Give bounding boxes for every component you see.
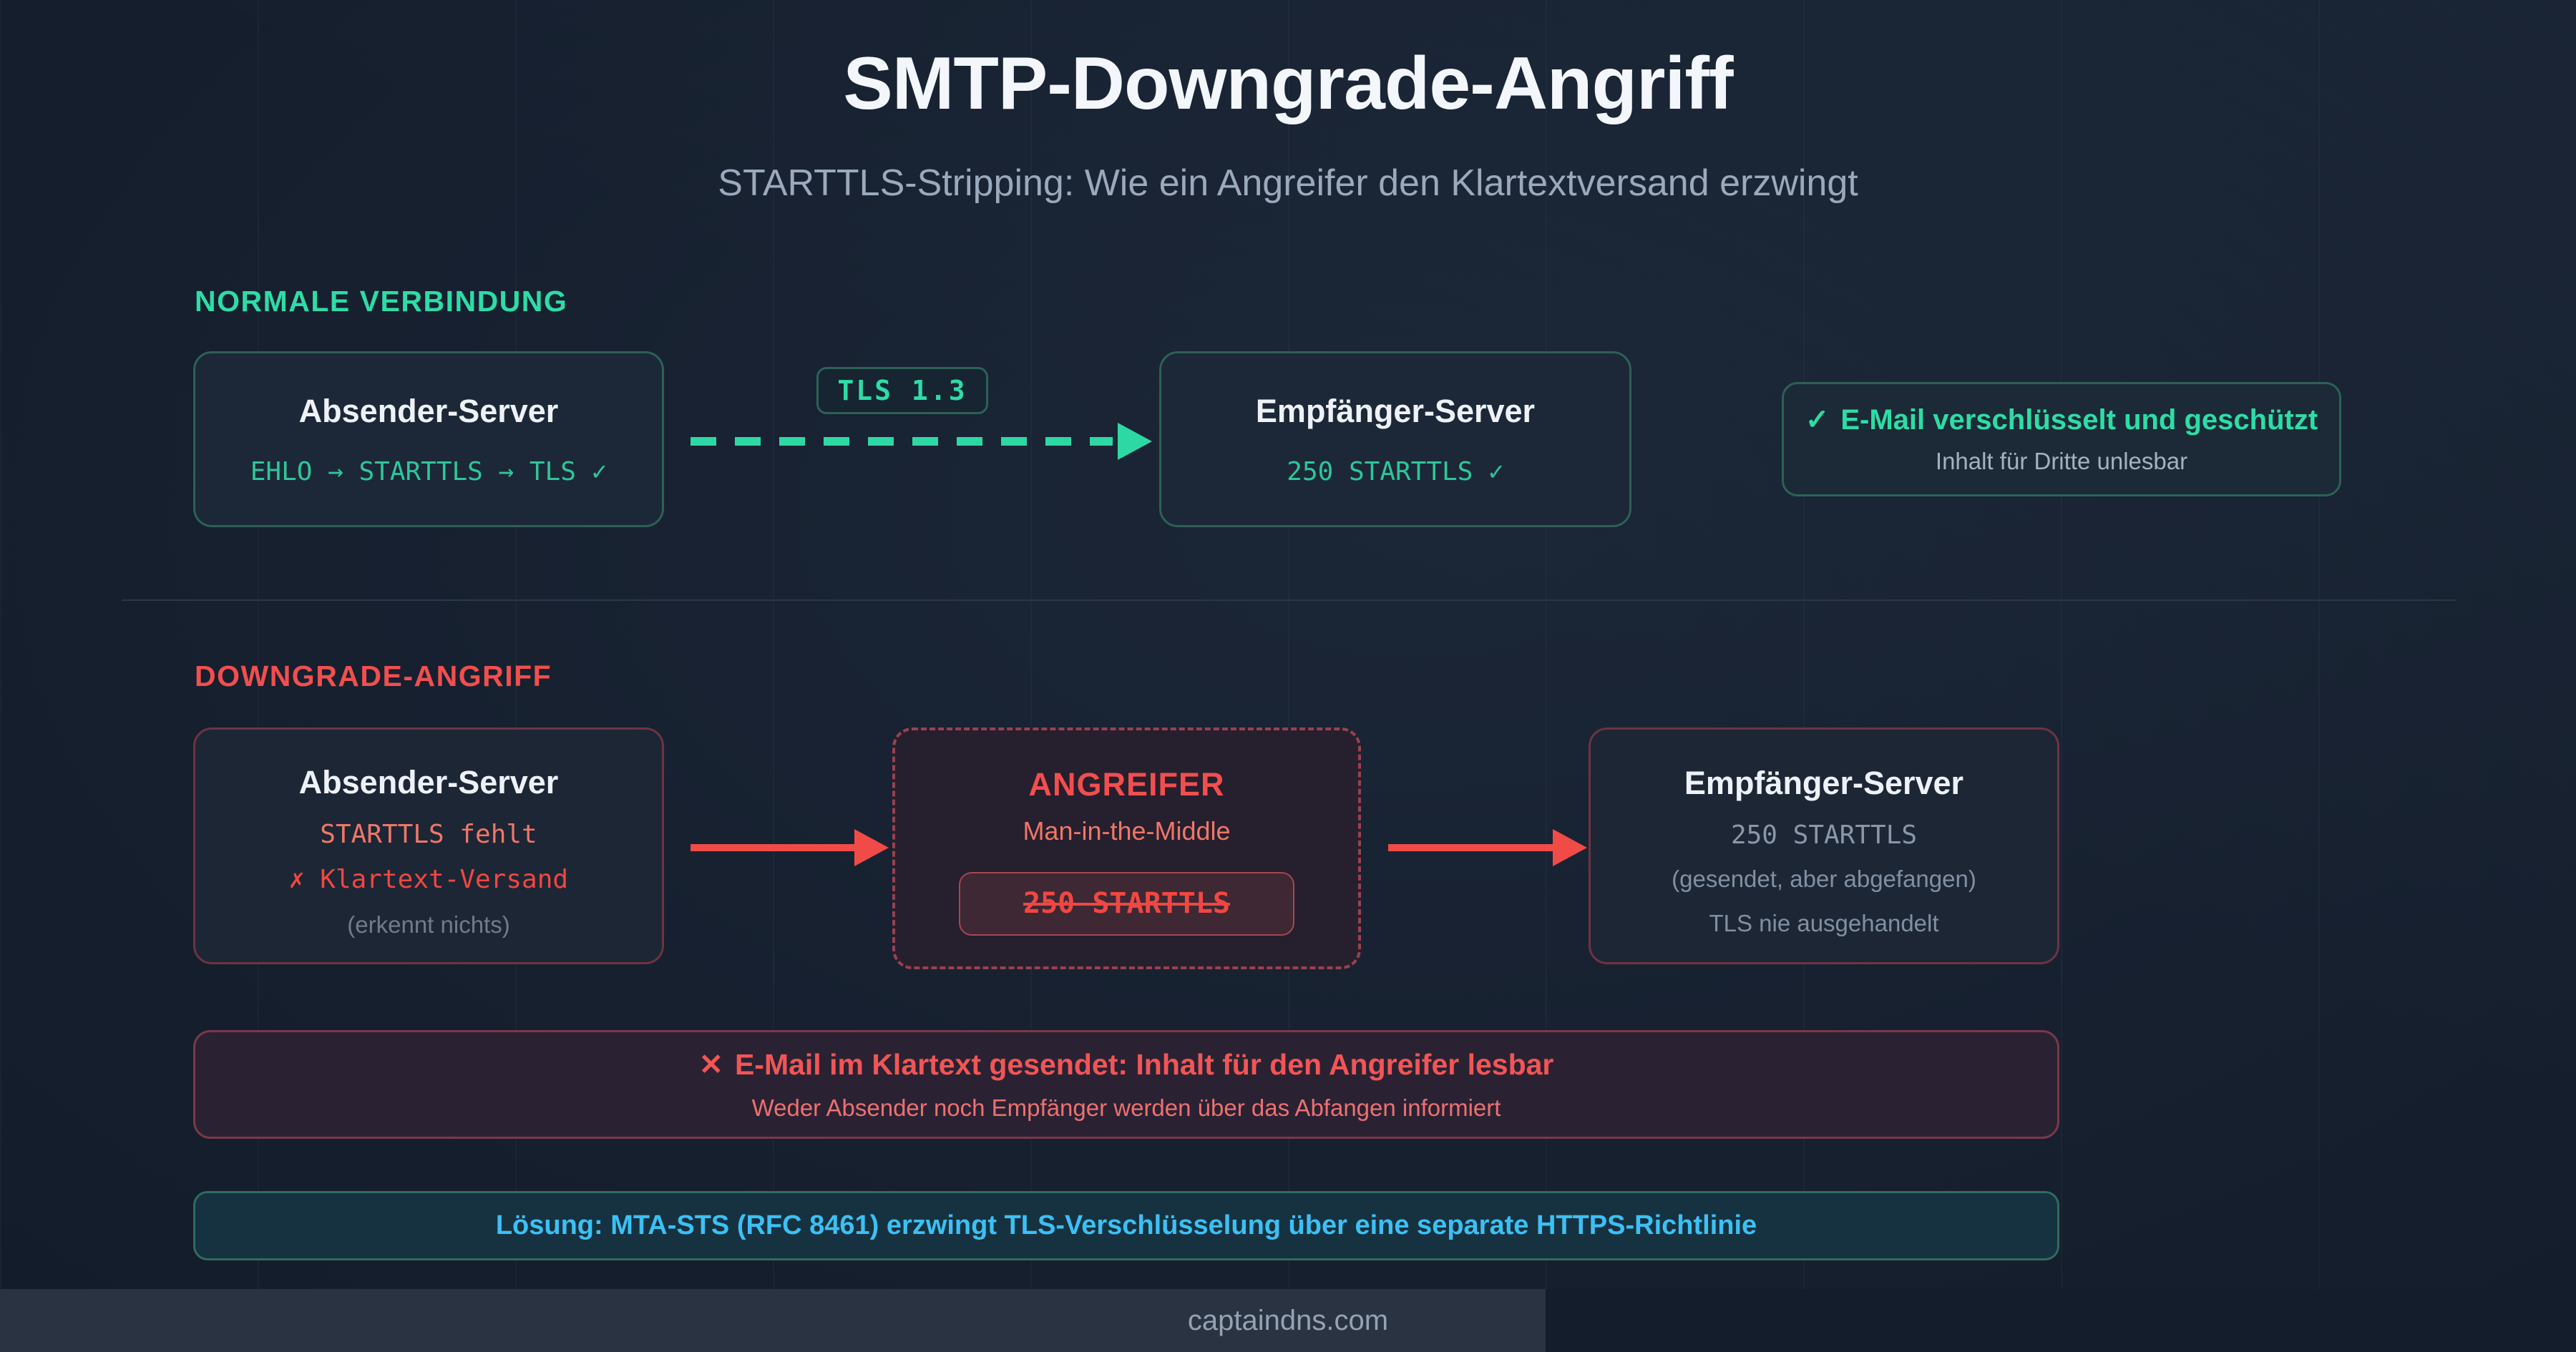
- solution-text: Lösung: MTA-STS (RFC 8461) erzwingt TLS-…: [495, 1210, 1757, 1240]
- encrypted-connection-arrow: [691, 423, 1152, 460]
- status-title: E-Mail verschlüsselt und geschützt: [1840, 403, 2318, 436]
- server-note-2: TLS nie ausgehandelt: [1709, 910, 1939, 936]
- warning-title: E-Mail im Klartext gesendet: Inhalt für …: [734, 1047, 1554, 1081]
- server-code: 250 STARTTLS ✓: [1287, 456, 1504, 486]
- section-divider: [122, 599, 2456, 601]
- footer-text: captaindns.com: [1187, 1305, 1389, 1336]
- section-label-attack: DOWNGRADE-ANGRIFF: [195, 660, 552, 692]
- attack-arrow-2: [1388, 829, 1587, 866]
- server-title: Empfänger-Server: [1255, 392, 1536, 429]
- status-title-row: ✓ E-Mail verschlüsselt und geschützt: [1805, 403, 2318, 436]
- check-icon: ✓: [1805, 404, 1830, 436]
- attacker-title: ANGREIFER: [1028, 765, 1225, 803]
- solid-line: [691, 844, 857, 851]
- normal-receiver-server-box: Empfänger-Server 250 STARTTLS ✓: [1159, 351, 1631, 527]
- dashed-line: [691, 437, 1113, 446]
- server-code: EHLO → STARTTLS → TLS ✓: [250, 456, 608, 486]
- page-subtitle: STARTTLS-Stripping: Wie ein Angreifer de…: [718, 162, 1858, 204]
- arrow-head-icon: [1118, 423, 1152, 460]
- server-title: Empfänger-Server: [1684, 765, 1964, 801]
- server-code-line1: STARTTLS fehlt: [320, 819, 537, 849]
- stripped-reply-pill: 250 STARTTLS: [959, 871, 1294, 936]
- arrow-head-icon: [1553, 829, 1587, 866]
- normal-sender-server-box: Absender-Server EHLO → STARTTLS → TLS ✓: [193, 351, 664, 527]
- page-title: SMTP-Downgrade-Angriff: [843, 42, 1733, 125]
- attacker-subtitle: Man-in-the-Middle: [1023, 815, 1231, 846]
- server-code-line2: ✗ Klartext-Versand: [288, 864, 569, 894]
- status-subtitle: Inhalt für Dritte unlesbar: [1935, 448, 2188, 474]
- warning-subtitle: Weder Absender noch Empfänger werden übe…: [751, 1094, 1501, 1121]
- server-note: (erkennt nichts): [347, 911, 510, 938]
- warning-title-row: ✕ E-Mail im Klartext gesendet: Inhalt fü…: [699, 1047, 1554, 1082]
- attack-sender-server-box: Absender-Server STARTTLS fehlt ✗ Klartex…: [193, 728, 664, 964]
- encryption-status-box: ✓ E-Mail verschlüsselt und geschützt Inh…: [1782, 382, 2341, 496]
- tls-version-badge: TLS 1.3: [816, 367, 988, 414]
- arrow-head-icon: [854, 829, 889, 866]
- section-label-normal: NORMALE VERBINDUNG: [195, 285, 568, 318]
- server-code-line1: 250 STARTTLS: [1730, 820, 1918, 850]
- stripped-reply-text: 250 STARTTLS: [1023, 887, 1230, 920]
- attack-arrow-1: [691, 829, 889, 866]
- solution-banner: Lösung: MTA-STS (RFC 8461) erzwingt TLS-…: [193, 1191, 2059, 1260]
- solid-line: [1388, 844, 1555, 851]
- warning-banner: ✕ E-Mail im Klartext gesendet: Inhalt fü…: [193, 1030, 2059, 1139]
- server-title: Absender-Server: [298, 392, 559, 429]
- footer-band: [0, 1289, 1546, 1352]
- server-title: Absender-Server: [298, 763, 559, 800]
- x-icon: ✕: [698, 1048, 723, 1081]
- attack-receiver-server-box: Empfänger-Server 250 STARTTLS (gesendet,…: [1589, 728, 2059, 964]
- server-note-1: (gesendet, aber abgefangen): [1672, 866, 1976, 892]
- attacker-box: ANGREIFER Man-in-the-Middle 250 STARTTLS: [892, 728, 1361, 969]
